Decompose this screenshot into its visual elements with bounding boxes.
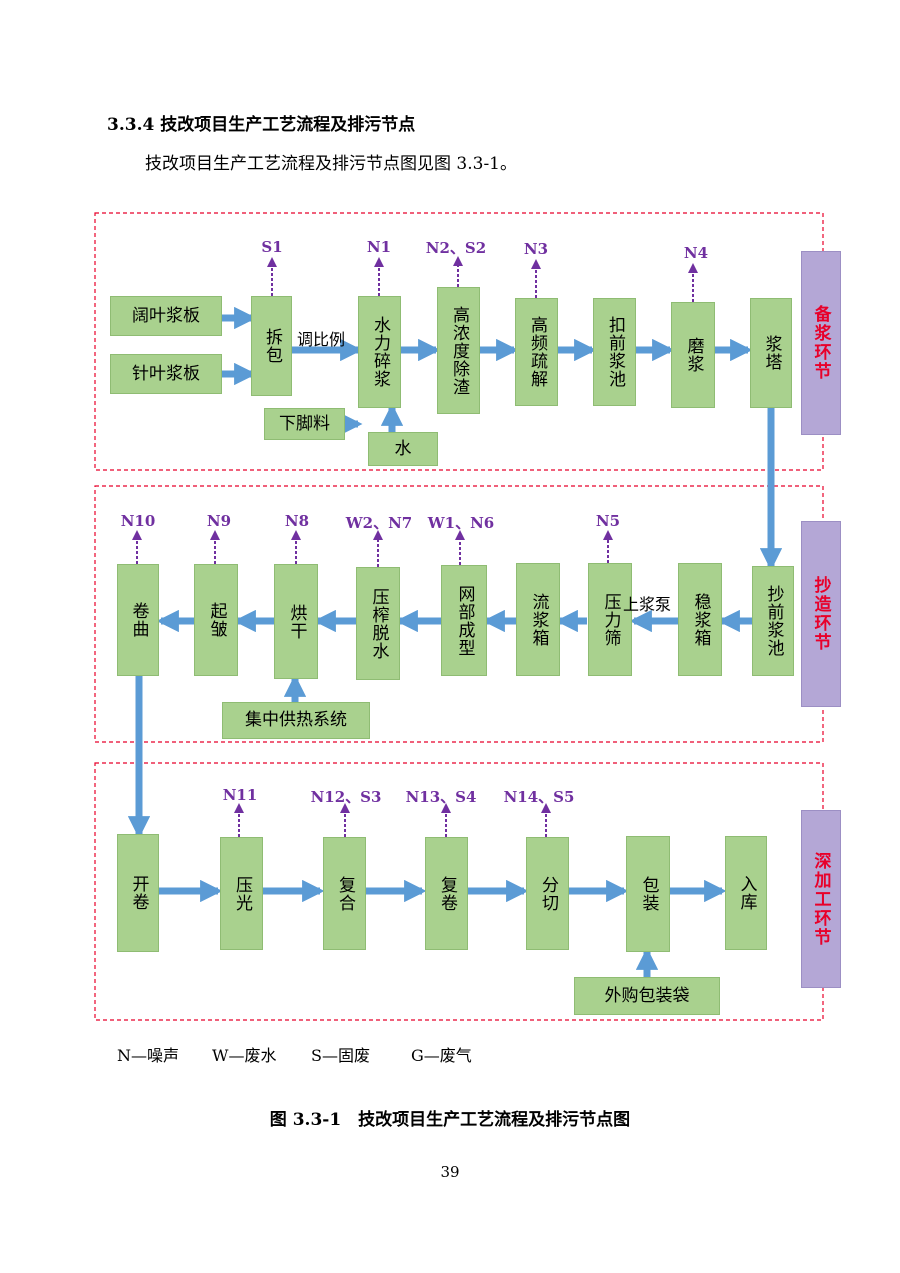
box-honggan: 烘干	[274, 564, 318, 679]
pollution-label-w1n6: W1、N6	[427, 514, 495, 532]
pollution-label-n14s5: N14、S5	[503, 788, 575, 806]
pollution-label-n2s2: N2、S2	[425, 239, 487, 257]
section-tag-shenjiagong: 深加工环节	[801, 810, 841, 988]
box-jiangta: 浆塔	[750, 298, 792, 408]
box-fujuan: 复卷	[425, 837, 468, 950]
box-shuili-suijiang: 水力碎浆	[358, 296, 401, 408]
intro-paragraph: 技改项目生产工艺流程及排污节点图见图 3.3-1。	[145, 154, 517, 174]
box-wenjiangxiang: 稳浆箱	[678, 563, 722, 676]
box-ruku: 入库	[725, 836, 767, 950]
box-fuhe: 复合	[323, 837, 366, 950]
section-tag-beijiang: 备浆环节	[801, 251, 841, 435]
pollution-label-n8: N8	[284, 512, 310, 530]
pollution-label-n13s4: N13、S4	[405, 788, 477, 806]
pollution-label-n10: N10	[120, 512, 156, 530]
box-wangbu-chengxing: 网部成型	[441, 565, 487, 676]
box-gaonongdu-chuzha: 高浓度除渣	[437, 287, 480, 414]
box-juanqu: 卷曲	[117, 564, 159, 676]
box-chaoqian-jiangchi: 抄前浆池	[752, 566, 794, 676]
label-tiaobili: 调比例	[297, 330, 346, 349]
pollution-arrows	[132, 256, 698, 837]
pollution-label-n11: N11	[222, 786, 258, 804]
box-zhenye-jiangban: 针叶浆板	[110, 354, 222, 394]
box-yaguang: 压光	[220, 837, 263, 950]
box-shui: 水	[368, 432, 438, 466]
pollution-label-n3: N3	[523, 240, 549, 258]
box-yalishai: 压力筛	[588, 563, 632, 676]
box-qizhou: 起皱	[194, 564, 238, 676]
pollution-label-n5: N5	[595, 512, 621, 530]
pollution-label-w2n7: W2、N7	[345, 514, 413, 532]
page-number: 39	[440, 1163, 460, 1181]
box-liujiangxiang: 流浆箱	[516, 563, 560, 676]
legend-solid-waste: S—固废	[311, 1046, 370, 1065]
box-chaibao: 拆包	[251, 296, 292, 396]
pollution-label-n4: N4	[683, 244, 709, 262]
box-baozhuang: 包装	[626, 836, 670, 952]
figure-caption: 图 3.3-1 技改项目生产工艺流程及排污节点图	[269, 1110, 631, 1130]
section-heading: 3.3.4 技改项目生产工艺流程及排污节点	[107, 115, 416, 135]
box-kaijuan: 开卷	[117, 834, 159, 952]
box-xiajiaoliao: 下脚料	[264, 408, 345, 440]
legend-wastewater: W—废水	[212, 1046, 277, 1065]
pollution-label-n9: N9	[206, 512, 232, 530]
box-mojiang: 磨浆	[671, 302, 715, 408]
label-shangjiangbeng: 上浆泵	[623, 595, 672, 614]
pollution-label-n1: N1	[366, 238, 392, 256]
box-fenqie: 分切	[526, 837, 569, 950]
pollution-label-s1: S1	[261, 238, 283, 256]
legend-noise: N—噪声	[117, 1046, 180, 1065]
box-yazha-tuoshui: 压榨脱水	[356, 567, 400, 680]
box-gaopin-shujie: 高频疏解	[515, 298, 558, 406]
flow-arrows	[127, 306, 783, 977]
box-kouqian-jiangchi: 扣前浆池	[593, 298, 636, 406]
legend-waste-gas: G—废气	[411, 1046, 472, 1065]
pollution-label-n12s3: N12、S3	[310, 788, 382, 806]
box-jizhong-gongre: 集中供热系统	[222, 702, 370, 739]
box-kuoye-jiangban: 阔叶浆板	[110, 296, 222, 336]
box-waigou-baozhuangdai: 外购包装袋	[574, 977, 720, 1015]
section-tag-chaozao: 抄造环节	[801, 521, 841, 707]
